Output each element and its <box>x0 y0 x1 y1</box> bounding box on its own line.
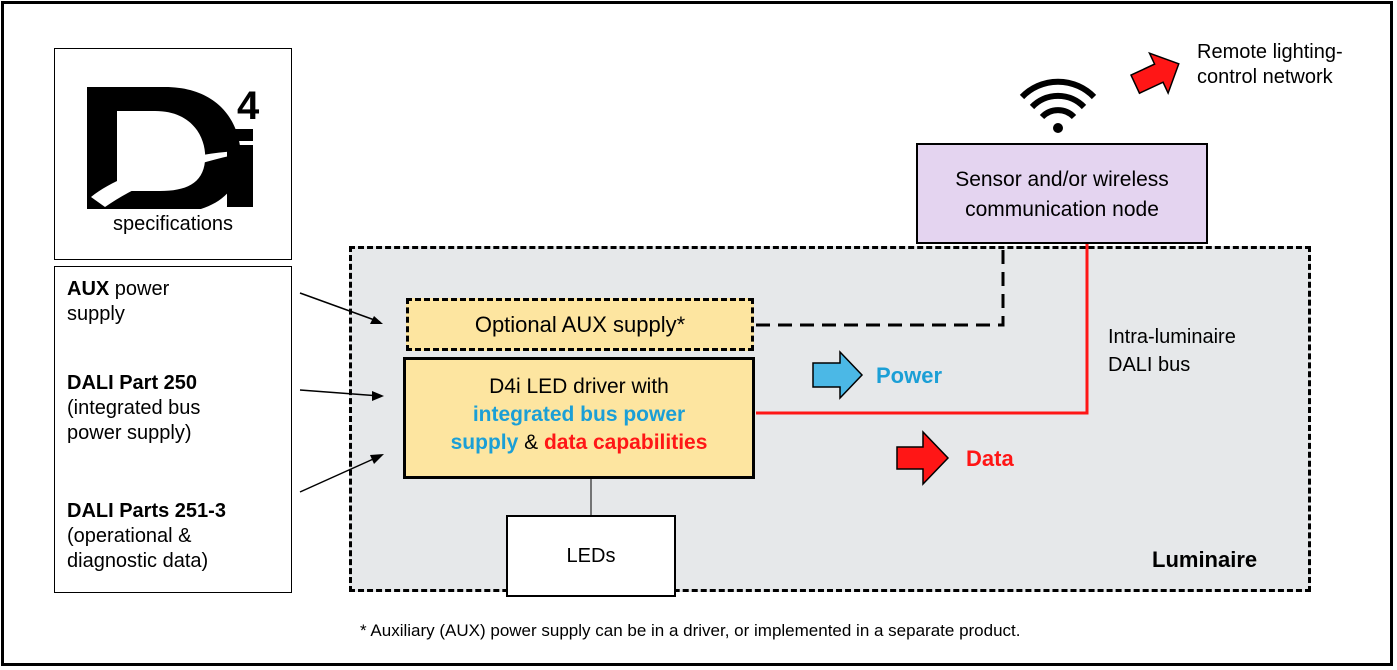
sensor-line-2: communication node <box>965 198 1159 221</box>
footnote: * Auxiliary (AUX) power supply can be in… <box>360 621 1021 640</box>
led-driver-box: D4i LED driver with integrated bus power… <box>403 357 755 479</box>
wifi-icon <box>1019 78 1097 133</box>
logo-caption: specifications <box>112 213 234 235</box>
dali-bus-line <box>756 244 1089 415</box>
driver-supply-text: supply <box>450 431 519 454</box>
pointer-251 <box>299 455 381 493</box>
dali-bus-label-line-1: Intra-luminaire <box>1108 326 1236 348</box>
remote-arrow-icon <box>1130 51 1180 96</box>
aux-link-line <box>756 244 1005 327</box>
driver-data-text: data capabilities <box>543 431 708 454</box>
power-arrow-icon <box>812 350 864 400</box>
luminaire-label: Luminaire <box>1152 547 1258 572</box>
d4i-logo: 4 specifications <box>54 48 292 260</box>
power-label: Power <box>876 363 943 388</box>
pointer-aux <box>299 292 381 323</box>
pointer-250 <box>299 389 381 397</box>
aux-supply-box: Optional AUX supply* <box>406 298 754 351</box>
sensor-node-box: Sensor and/or wireless communication nod… <box>916 143 1208 244</box>
driver-amp: & <box>518 431 544 454</box>
label-aux: AUX power supply <box>67 278 170 325</box>
remote-network-label: Remote lighting- control network <box>1197 40 1343 90</box>
dali-bus-label-line-2: DALI bus <box>1108 354 1191 376</box>
label-part-250: DALI Part 250 (integrated bus power supp… <box>67 372 201 444</box>
driver-line-1: D4i LED driver with <box>489 375 669 398</box>
d4i-logo-mark: 4 <box>87 84 260 209</box>
label-parts-251-3: DALI Parts 251-3 (operational & diagnost… <box>67 500 226 572</box>
remote-line-1: Remote lighting- <box>1197 41 1343 63</box>
remote-line-2: control network <box>1197 66 1333 88</box>
logo-superscript: 4 <box>237 84 260 128</box>
spec-labels-box: AUX power supply DALI Part 250 (integrat… <box>54 266 292 593</box>
data-label: Data <box>966 446 1014 471</box>
driver-bus-power-text: integrated bus power <box>472 403 686 426</box>
leds-box: LEDs <box>506 515 676 597</box>
sensor-line-1: Sensor and/or wireless <box>955 168 1169 191</box>
dali-bus-label: Intra-luminaire DALI bus <box>1108 323 1236 379</box>
data-arrow-icon <box>896 430 950 486</box>
